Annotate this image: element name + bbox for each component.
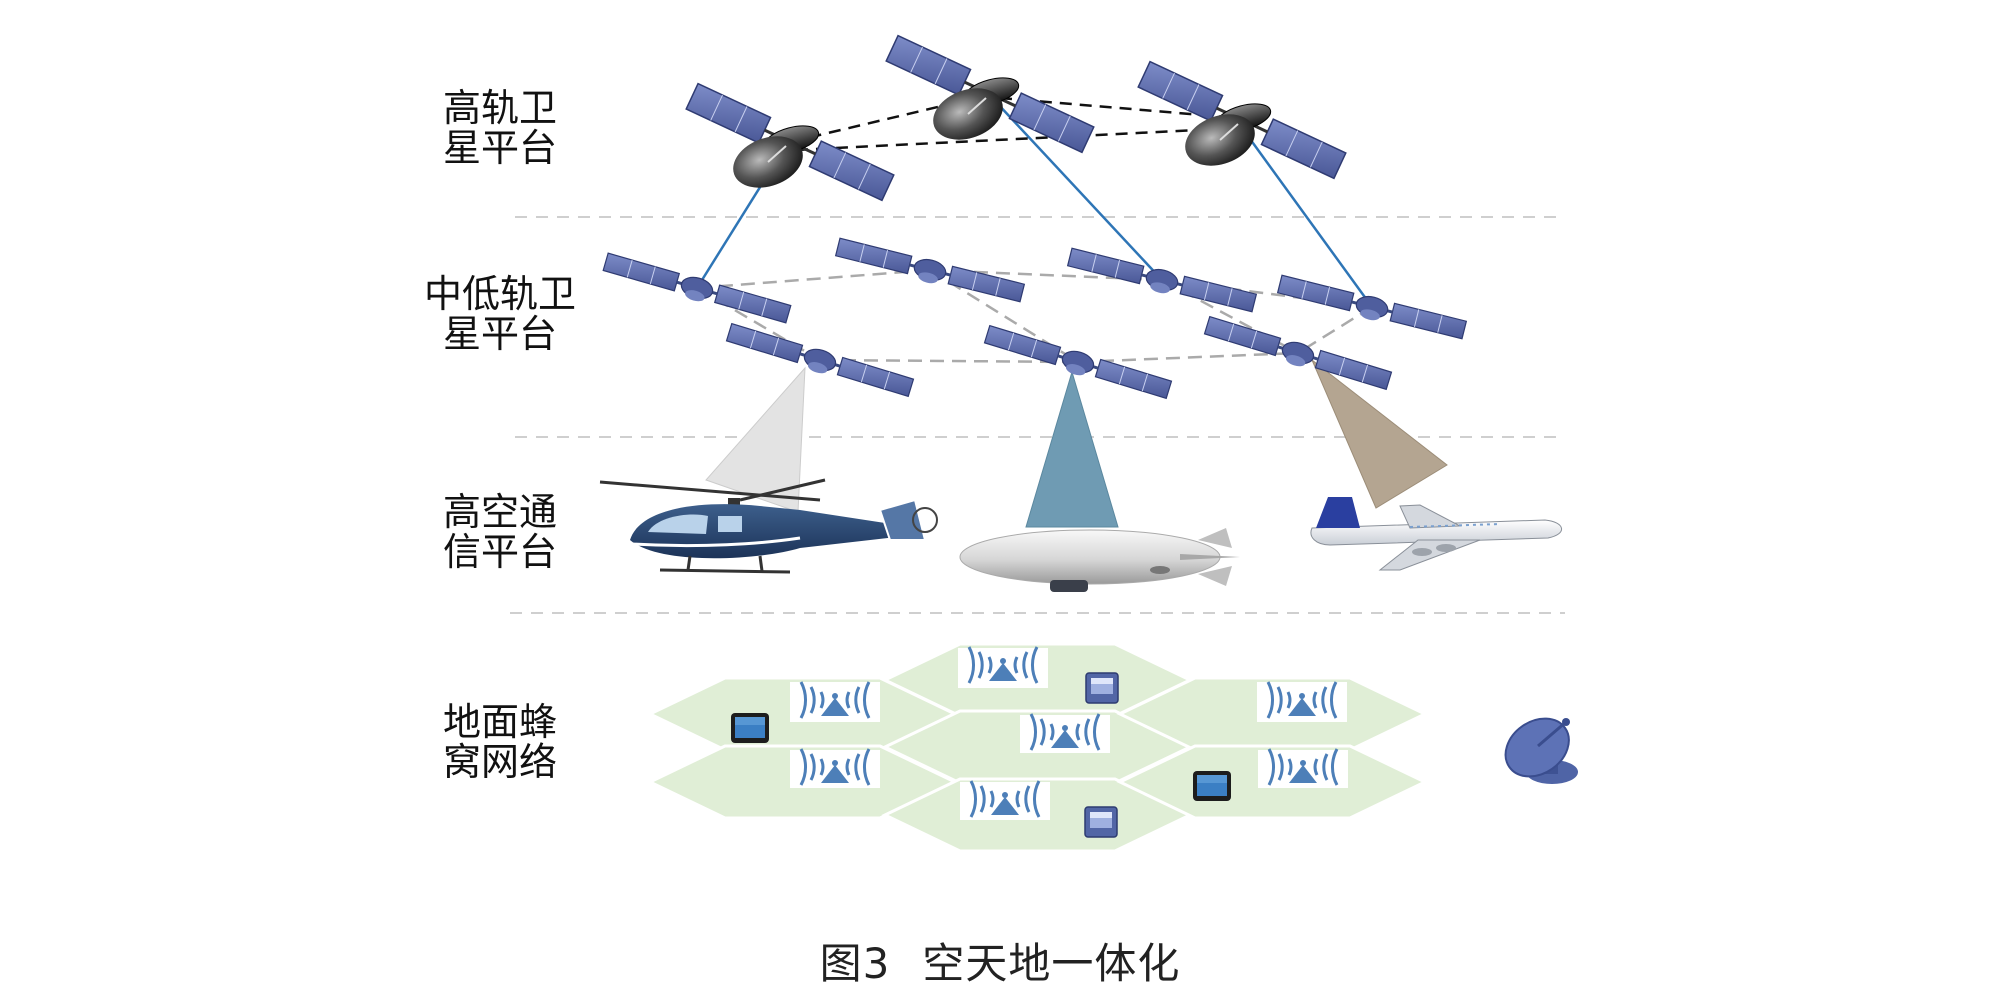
figure-title: 空天地一体化: [922, 939, 1181, 988]
figure-number: 图3: [819, 939, 891, 988]
satellite-icon: [1201, 314, 1394, 395]
satellite-icon: [1065, 245, 1259, 318]
layer-label-line: 星平台: [442, 126, 557, 170]
satellite-icon: [723, 321, 916, 402]
layer-label-line: 信平台: [442, 530, 557, 574]
coverage-beam: [1311, 359, 1448, 509]
phone-terminal-icon: [1084, 806, 1118, 838]
satellite-dish-icon: [1504, 717, 1578, 784]
layer-label-line: 高空通: [442, 490, 557, 534]
satellite-with-dish-icon: [884, 34, 1096, 154]
layer-label-high-orbit: 高轨卫 星平台: [390, 88, 610, 168]
layer-label-line: 星平台: [442, 312, 557, 356]
wifi-tower-icon: [790, 747, 880, 788]
airplane-icon: [1310, 497, 1562, 571]
wifi-tower-icon: [960, 779, 1050, 820]
coverage-beam: [1025, 370, 1119, 528]
wifi-tower-icon: [1020, 712, 1110, 753]
layer-label-line: 高轨卫: [442, 86, 557, 130]
layer-label-line: 窝网络: [442, 740, 557, 784]
helicopter-icon: [599, 478, 938, 574]
airship-icon: [959, 528, 1240, 592]
layer-label-line: 中低轨卫: [423, 272, 576, 316]
layer-label-line: 地面蜂: [442, 700, 557, 744]
satellite-icon: [833, 235, 1027, 308]
layer-label-ground: 地面蜂 窝网络: [390, 702, 610, 782]
base-stations: [790, 645, 1348, 820]
satellite-with-dish-icon: [684, 82, 896, 202]
layer-label-mid-low-orbit: 中低轨卫 星平台: [390, 274, 610, 354]
satellite-icon: [1275, 272, 1469, 345]
wifi-tower-icon: [1258, 747, 1348, 788]
layer-label-high-altitude: 高空通 信平台: [390, 492, 610, 572]
wifi-tower-icon: [958, 645, 1048, 688]
tablet-icon: [1193, 771, 1231, 801]
wifi-tower-icon: [790, 680, 880, 722]
phone-terminal-icon: [1085, 672, 1119, 704]
satellite-with-dish-icon: [1136, 60, 1348, 180]
tablet-icon: [731, 713, 769, 743]
figure-caption: 图3 空天地一体化: [0, 930, 2000, 991]
satellite-icon: [600, 250, 793, 329]
wifi-tower-icon: [1257, 680, 1347, 722]
